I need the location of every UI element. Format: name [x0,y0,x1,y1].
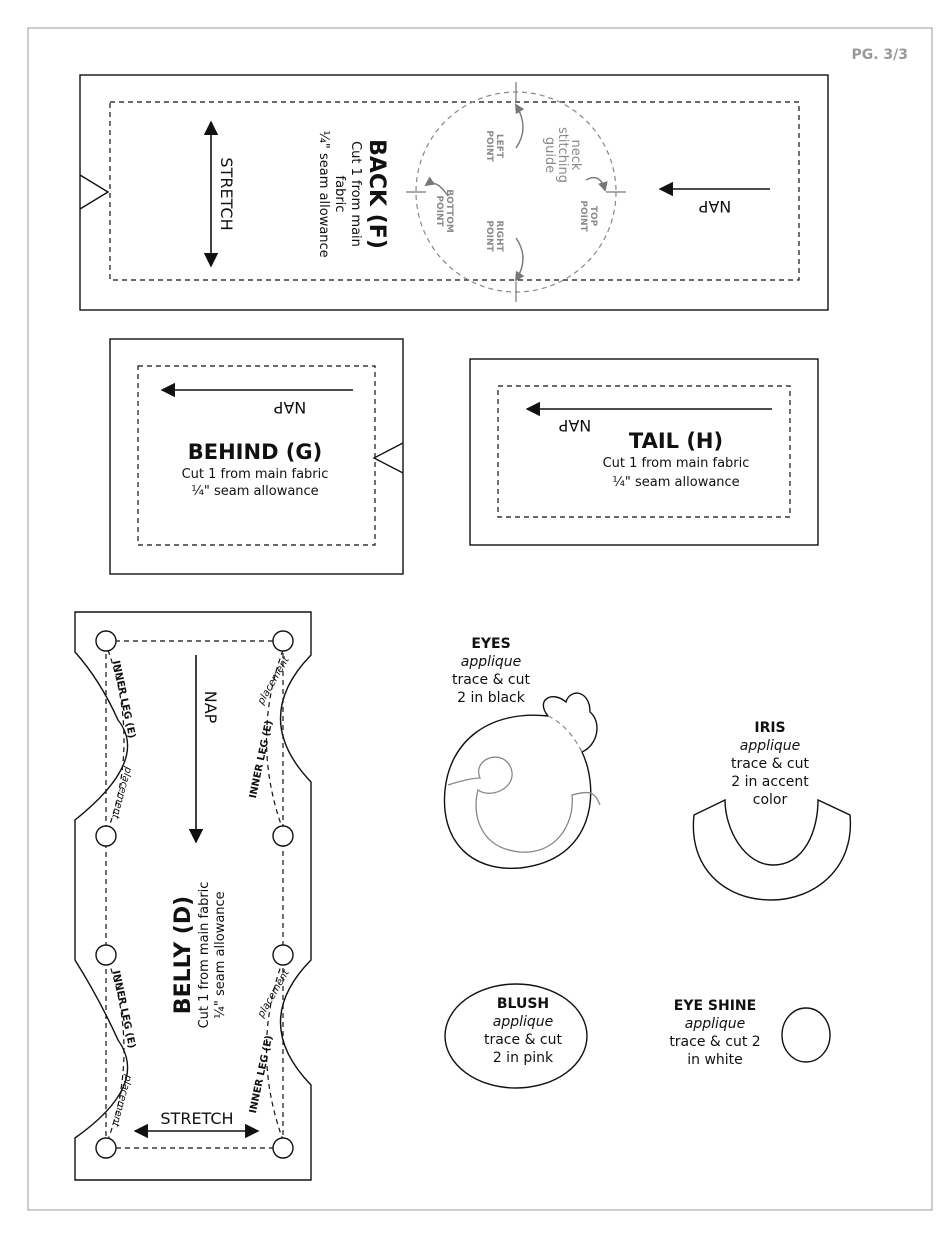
belly-line-1: Cut 1 from main fabric [197,882,212,1029]
iris-title: IRIS [754,720,785,736]
neck-guide-label-1: neck [568,140,583,171]
bottom-point-arrow [424,176,449,197]
eye-outline [443,692,598,869]
back-line-3: ¼" seam allowance [316,130,331,257]
iris-style: applique [740,738,801,754]
belly-corner-circle [272,825,294,847]
behind-title: BEHIND (G) [188,440,323,464]
top-point-arrow [585,176,608,192]
inner-leg-placement-top-left [107,649,125,831]
eye-iris-placement [447,756,601,853]
belly-corner-circle [272,944,294,966]
blush-line-1: trace & cut [484,1032,563,1048]
left-point-label-2: POINT [484,130,494,162]
behind-nap-label: NAP [273,398,306,417]
back-stretch-label: STRETCH [217,157,236,230]
svg-text:placement: placement [109,1073,134,1129]
iris-piece: IRIS applique trace & cut 2 in accent co… [692,720,852,901]
belly-line-2: ¼" seam allowance [213,891,228,1018]
blush-piece: BLUSH applique trace & cut 2 in pink [444,983,588,1089]
behind-piece: NAP BEHIND (G) Cut 1 from main fabric ¼"… [109,338,404,575]
eyes-title: EYES [471,636,510,652]
eye-shine-outline [781,1007,831,1063]
back-line-2: fabric [332,176,347,213]
behind-line-1: Cut 1 from main fabric [182,467,329,482]
belly-corner-circle [95,1137,117,1159]
inner-leg-placement-bottom-left [107,959,125,1141]
eye-shine-title: EYE SHINE [674,998,756,1014]
bottom-point-label-1: BOTTOM [444,189,454,233]
back-line-1: Cut 1 from main [348,141,363,247]
page-number: PG. 3/3 [851,47,908,63]
behind-notch [372,442,404,474]
tail-cut-line [469,358,819,546]
eye-join-line [547,715,583,753]
eye-shine-style: applique [685,1016,746,1032]
page-border [27,27,933,1211]
inner-leg-placement-top-right [265,649,284,831]
inner-leg-label-top-right: INNER LEG (E) placement [248,654,292,799]
right-point-label-2: POINT [484,220,494,252]
belly-corner-circle [95,944,117,966]
back-seam-line [109,101,800,281]
back-piece: STRETCH NAP BACK (F) Cut 1 from main fab… [79,74,829,311]
svg-text:placement: placement [255,654,292,707]
belly-title: BELLY (D) [171,896,196,1014]
bottom-point-label-2: POINT [434,195,444,227]
inner-leg-label-top-left: INNER LEG (E) placement [109,660,137,821]
eye-shine-line-1: trace & cut 2 [669,1034,760,1050]
belly-corner-circle [272,630,294,652]
tail-line-1: Cut 1 from main fabric [603,456,750,471]
left-point-arrow [514,103,525,149]
iris-line-2: 2 in accent [731,774,809,790]
iris-line-1: trace & cut [731,756,810,772]
tail-title: TAIL (H) [629,429,723,453]
belly-corner-circle [95,630,117,652]
inner-leg-placement-bottom-right [265,959,284,1141]
back-cut-line [79,74,829,311]
eye-shine-piece: EYE SHINE applique trace & cut 2 in whit… [669,998,831,1068]
inner-leg-label-bottom-right: INNER LEG (E) placement [248,967,292,1114]
top-point-label-2: POINT [578,200,588,232]
left-point-label-1: LEFT [494,134,504,159]
right-point-arrow [514,237,525,282]
eyes-style: applique [461,654,522,670]
neck-guide-label-2: stitching [555,127,570,183]
behind-cut-line [109,338,404,575]
belly-corner-circle [95,825,117,847]
blush-style: applique [493,1014,554,1030]
back-notch [79,174,110,210]
back-nap-label: NAP [698,197,731,216]
blush-line-2: 2 in pink [493,1050,554,1066]
tail-nap-label: NAP [558,416,591,435]
belly-piece: NAP STRETCH BELLY (D) Cut 1 from main fa… [74,611,312,1181]
tail-piece: NAP TAIL (H) Cut 1 from main fabric ¼" s… [469,358,819,546]
behind-seam-line [137,365,376,546]
blush-title: BLUSH [497,996,549,1012]
behind-line-2: ¼" seam allowance [191,484,318,499]
svg-text:INNER LEG (E): INNER LEG (E) [248,1035,275,1115]
belly-nap-label: NAP [201,691,220,724]
svg-text:placement: placement [109,765,134,821]
right-point-label-1: RIGHT [494,220,504,252]
eyes-line-1: trace & cut [452,672,531,688]
eye-shine-line-2: in white [687,1052,743,1068]
svg-text:INNER LEG (E): INNER LEG (E) [110,970,137,1050]
back-title: BACK (F) [364,139,389,249]
neck-stitching-guide: LEFT POINT RIGHT POINT BOTTOM POINT TOP … [406,82,626,302]
iris-outline [692,798,852,901]
eyes-line-2: 2 in black [457,690,526,706]
tail-seam-line [497,385,791,518]
tail-line-2: ¼" seam allowance [612,475,739,490]
eyes-piece: EYES applique trace & cut 2 in black [443,636,601,869]
belly-corner-circle [272,1137,294,1159]
blush-outline [444,983,588,1089]
top-point-label-1: TOP [588,206,598,227]
iris-line-3: color [753,792,788,808]
belly-stretch-label: STRETCH [160,1109,233,1128]
neck-guide-label-3: guide [542,137,557,173]
